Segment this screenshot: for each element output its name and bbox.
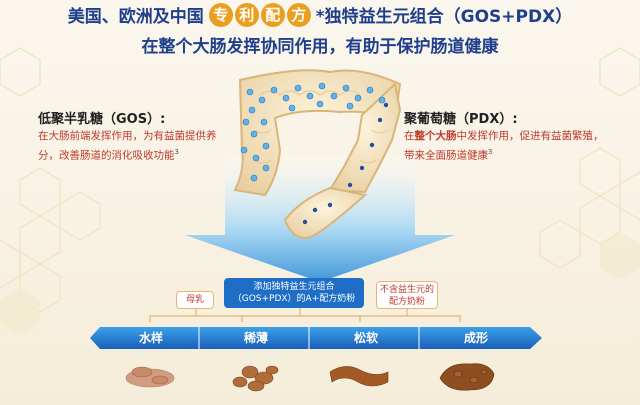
colon-shape: [233, 69, 402, 239]
footnote-ref: 3: [174, 148, 179, 156]
pdx-text-bold: 整个大肠: [414, 130, 457, 142]
scale-item-formed: 成形: [463, 331, 488, 345]
breast-milk-label: 母乳: [176, 291, 214, 309]
no-prebiotic-line1: 不含益生元的: [379, 285, 434, 295]
formula-label-line1: 添加独特益生元组合: [253, 282, 335, 292]
scale-item-soft: 松软: [353, 331, 378, 345]
footnote-ref: 3: [488, 148, 493, 156]
bacteria-dots-dark: [302, 102, 389, 225]
watery-stool-icon: [125, 366, 175, 388]
header-subtitle: 在整个大肠发挥协同作用，有助于保护肠道健康: [141, 37, 499, 57]
bacteria-dots: [240, 82, 386, 182]
gos-description-text: 在大肠前端发挥作用，为有益菌提供养分，改善肠道的消化吸收功能: [38, 130, 217, 162]
title-prefix: 美国、欧洲及中国: [67, 7, 204, 27]
no-prebiotic-label: 不含益生元的 配方奶粉: [376, 281, 438, 309]
header-title: 美国、欧洲及中国专利配方*独特益生元组合（GOS+PDX）: [0, 2, 640, 27]
badge-char: 配: [260, 2, 285, 27]
pdx-title: 聚葡萄糖（PDX）:: [404, 112, 518, 127]
consistency-scale-bar: [90, 327, 542, 349]
patent-formula-badges: 专利配方: [208, 2, 312, 27]
scale-item-watery: 水样: [138, 331, 163, 345]
title-suffix: *独特益生元组合（GOS+PDX）: [315, 7, 573, 27]
pdx-text-pre: 在: [404, 130, 415, 142]
formula-label-line2: （GOS+PDX）的A+配方奶粉: [232, 294, 356, 304]
soft-stool-icon: [329, 366, 389, 387]
pdx-text-post: 中发挥作用，促进有益菌繁殖，带来全面肠道健康: [404, 130, 604, 162]
pdx-description: 在整个大肠中发挥作用，促进有益菌繁殖，带来全面肠道健康3: [404, 128, 604, 164]
gos-description: 在大肠前端发挥作用，为有益菌提供养分，改善肠道的消化吸收功能3: [38, 128, 228, 164]
gos-title: 低聚半乳糖（GOS）:: [38, 112, 166, 127]
consistency-scale: 水样 稀薄 松软 成形: [93, 327, 539, 349]
no-prebiotic-line2: 配方奶粉: [388, 297, 425, 307]
formula-label: 添加独特益生元组合 （GOS+PDX）的A+配方奶粉: [224, 278, 364, 308]
badge-char: 专: [208, 2, 233, 27]
formed-stool-icon: [439, 363, 495, 391]
loose-stool-icon: [232, 365, 279, 392]
badge-char: 利: [234, 2, 259, 27]
badge-char: 方: [286, 2, 311, 27]
scale-item-loose: 稀薄: [243, 331, 268, 345]
